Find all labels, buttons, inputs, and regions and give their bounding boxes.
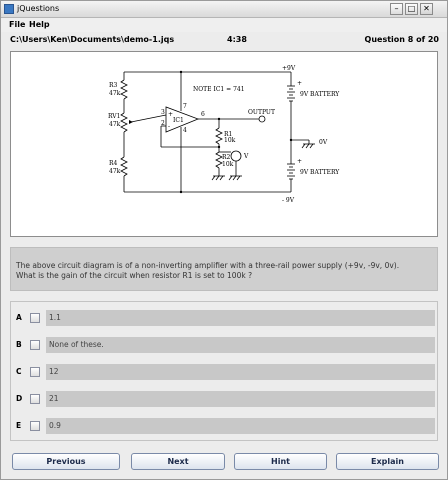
answer-text: 21 bbox=[49, 394, 59, 403]
label-pin2: 2 bbox=[161, 120, 165, 127]
answer-checkbox-c[interactable] bbox=[30, 367, 40, 377]
label-r3-value: 47k bbox=[109, 90, 121, 97]
menu-file[interactable]: File bbox=[9, 20, 26, 29]
app-icon bbox=[4, 4, 14, 14]
label-pin3: 3 bbox=[161, 109, 165, 116]
diagram-panel: R3 47k RV1 47k R4 47k IC1 NOTE IC1 = 741… bbox=[10, 51, 438, 237]
label-r3: R3 bbox=[109, 82, 118, 89]
label-plus: + bbox=[168, 111, 173, 118]
answer-option-b[interactable]: None of these. bbox=[46, 337, 435, 353]
answer-option-d[interactable]: 21 bbox=[46, 391, 435, 407]
label-battery-bottom-plus: + bbox=[297, 158, 302, 165]
label-pin6: 6 bbox=[201, 111, 205, 118]
label-rv1-value: 47k bbox=[109, 121, 121, 128]
label-minus: - bbox=[168, 123, 170, 130]
answer-letter: D bbox=[16, 394, 23, 403]
circuit-labels: R3 47k RV1 47k R4 47k IC1 NOTE IC1 = 741… bbox=[108, 65, 340, 204]
question-counter: Question 8 of 20 bbox=[364, 35, 439, 44]
junction-dots bbox=[129, 70, 293, 194]
label-meter: V bbox=[243, 153, 249, 160]
label-battery-bottom: 9V BATTERY bbox=[300, 169, 340, 176]
label-output: OUTPUT bbox=[248, 109, 275, 116]
question-text-line-2: What is the gain of the circuit when res… bbox=[16, 271, 253, 280]
label-note: NOTE IC1 = 741 bbox=[193, 86, 245, 93]
answer-checkbox-b[interactable] bbox=[30, 340, 40, 350]
label-r1-value: 10k bbox=[224, 137, 236, 144]
menu-help[interactable]: Help bbox=[29, 20, 50, 29]
answer-row-c: C 12 bbox=[11, 364, 439, 380]
label-r4: R4 bbox=[109, 160, 118, 167]
answer-row-d: D 21 bbox=[11, 391, 439, 407]
answer-letter: A bbox=[16, 313, 22, 322]
answer-letter: C bbox=[16, 367, 22, 376]
answer-option-c[interactable]: 12 bbox=[46, 364, 435, 380]
circuit-diagram: R3 47k RV1 47k R4 47k IC1 NOTE IC1 = 741… bbox=[108, 65, 340, 204]
label-rv1: RV1 bbox=[108, 113, 120, 120]
answer-row-b: B None of these. bbox=[11, 337, 439, 353]
answer-row-a: A 1.1 bbox=[11, 310, 439, 326]
label-battery-top: 9V BATTERY bbox=[300, 91, 340, 98]
answer-letter: E bbox=[16, 421, 22, 430]
label-battery-top-plus: + bbox=[297, 80, 302, 87]
close-icon: ✕ bbox=[423, 4, 430, 13]
answer-option-e[interactable]: 0.9 bbox=[46, 418, 435, 434]
label-ground: 0V bbox=[319, 139, 328, 146]
answer-text: 12 bbox=[49, 367, 59, 376]
label-pos-rail: +9V bbox=[282, 65, 296, 72]
title-bar[interactable]: jQuestions – □ ✕ bbox=[1, 1, 447, 18]
minimize-button[interactable]: – bbox=[390, 3, 403, 15]
answer-option-a[interactable]: 1.1 bbox=[46, 310, 435, 326]
timer: 4:38 bbox=[227, 35, 247, 44]
answer-checkbox-d[interactable] bbox=[30, 394, 40, 404]
previous-button[interactable]: Previous bbox=[12, 453, 120, 470]
answers-panel: A 1.1 B None of these. C 12 D 21 bbox=[10, 301, 438, 441]
info-bar: C:\Users\Ken\Documents\demo-1.jqs 4:38 Q… bbox=[1, 33, 447, 47]
answer-letter: B bbox=[16, 340, 22, 349]
hint-button[interactable]: Hint bbox=[234, 453, 327, 470]
next-button[interactable]: Next bbox=[131, 453, 225, 470]
label-r1: R1 bbox=[224, 131, 232, 138]
file-path: C:\Users\Ken\Documents\demo-1.jqs bbox=[10, 35, 175, 44]
question-panel: The above circuit diagram is of a non-in… bbox=[10, 247, 438, 291]
label-neg-rail: - 9V bbox=[282, 197, 295, 204]
label-ic1: IC1 bbox=[173, 117, 184, 124]
answer-row-e: E 0.9 bbox=[11, 418, 439, 434]
label-r2: R2 bbox=[222, 154, 231, 161]
circuit-wires bbox=[120, 71, 315, 193]
label-pin7: 7 bbox=[183, 103, 187, 110]
label-r2-value: 10k bbox=[222, 161, 234, 168]
explain-button[interactable]: Explain bbox=[336, 453, 439, 470]
menu-bar: File Help bbox=[1, 18, 447, 32]
answer-text: 0.9 bbox=[49, 421, 61, 430]
answer-checkbox-a[interactable] bbox=[30, 313, 40, 323]
answer-text: 1.1 bbox=[49, 313, 61, 322]
close-button[interactable]: ✕ bbox=[420, 3, 433, 15]
maximize-icon: □ bbox=[407, 4, 416, 13]
label-r4-value: 47k bbox=[109, 168, 121, 175]
answer-text: None of these. bbox=[49, 340, 104, 349]
minimize-icon: – bbox=[394, 4, 399, 13]
question-text-line-1: The above circuit diagram is of a non-in… bbox=[16, 261, 400, 270]
maximize-button[interactable]: □ bbox=[405, 3, 418, 15]
window-title: jQuestions bbox=[17, 4, 60, 13]
label-pin4: 4 bbox=[183, 127, 187, 134]
answer-checkbox-e[interactable] bbox=[30, 421, 40, 431]
